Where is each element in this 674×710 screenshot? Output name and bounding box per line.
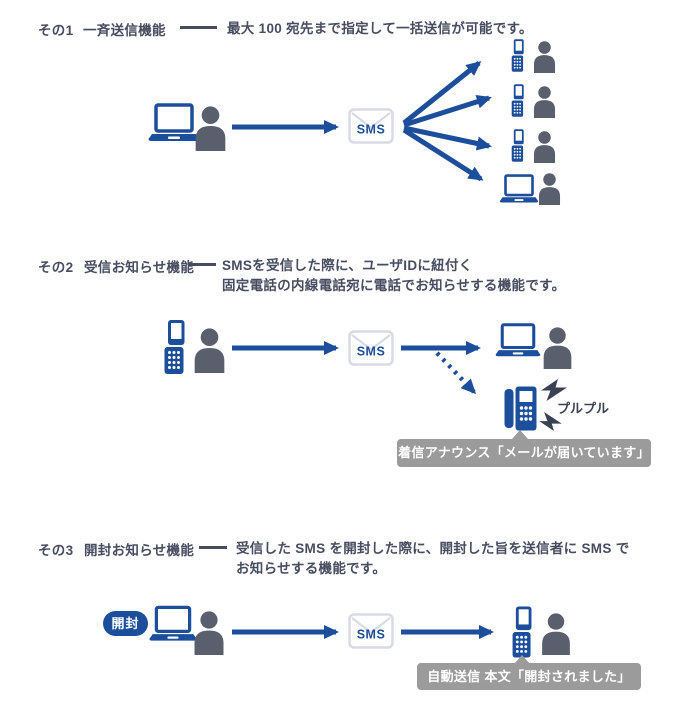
sms-label: SMS (357, 345, 386, 359)
section2-description: SMSを受信した際に、ユーザIDに紐付く 固定電話の内線電話宛に電話でお知らせす… (222, 258, 566, 293)
lightning-bolt-icon (541, 378, 567, 402)
section1-label: その1 (38, 23, 74, 38)
section1-description: 最大 100 宛先まで指定して一括送信が可能です。 (227, 21, 533, 36)
section2-dash (189, 263, 216, 266)
section3-description: 受信した SMS を開封した際に、開封した旨を送信者に SMS で お知らせする… (236, 541, 630, 576)
sms-envelope-icon: SMS (348, 613, 394, 649)
laptop-icon (499, 174, 539, 204)
section3-dash (199, 546, 227, 549)
sms-envelope-icon: SMS (348, 330, 394, 366)
arrow-s1-fan-3 (403, 125, 492, 151)
person-icon (193, 328, 226, 373)
laptop-icon (495, 323, 541, 358)
arrow-s2-dotted-to-deskphone (435, 351, 477, 395)
arrow-s1-fan-4 (402, 127, 484, 182)
lightning-bolt-icon (537, 412, 564, 431)
opened-badge: 開封 (103, 611, 148, 636)
laptop-icon (149, 605, 197, 643)
arrow-s1-fan-1 (402, 61, 482, 125)
sms-envelope-icon: SMS (348, 108, 394, 144)
desk-phone-icon (504, 386, 537, 431)
mobile-phone-icon (510, 39, 526, 72)
section3-label: その3 (38, 543, 74, 558)
person-icon (194, 106, 227, 151)
mobile-phone-icon (510, 84, 526, 117)
vibration-text: プルプル (557, 401, 610, 416)
mobile-phone-icon (510, 129, 526, 162)
callout-pointer (512, 430, 528, 439)
mobile-phone-icon (512, 606, 533, 658)
person-icon (532, 41, 557, 73)
incoming-call-callout: 着信アナウンス「メールが届いています」 (397, 439, 651, 467)
section1-dash (180, 26, 217, 29)
section2-label: その2 (38, 260, 74, 275)
sms-label: SMS (357, 123, 386, 137)
person-icon (542, 327, 573, 369)
auto-send-callout: 自動送信 本文「開封されました」 (417, 663, 641, 690)
section3-title: 開封お知らせ機能 (84, 543, 195, 558)
person-icon (532, 131, 557, 163)
section1-title: 一斉送信機能 (83, 23, 166, 38)
section2-title: 受信お知らせ機能 (84, 260, 195, 275)
mobile-phone-icon (164, 319, 186, 375)
person-icon (532, 86, 557, 118)
laptop-icon (148, 103, 200, 143)
person-icon (540, 613, 572, 655)
sms-label: SMS (357, 628, 386, 642)
person-icon (193, 611, 225, 655)
arrow-s1-fan-2 (403, 94, 492, 128)
callout-pointer (514, 655, 530, 664)
person-icon (537, 173, 562, 205)
